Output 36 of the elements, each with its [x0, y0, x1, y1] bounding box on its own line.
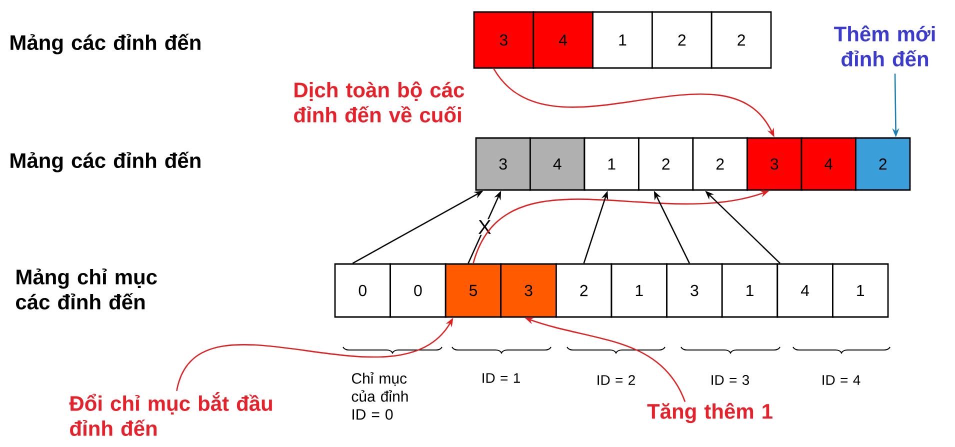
array-cell: 1: [584, 137, 640, 191]
array-cell: 2: [638, 137, 694, 191]
row-label: Mảng các đỉnh đến: [10, 152, 200, 172]
array-cell: 0: [390, 263, 446, 318]
array-cell: 1: [610, 263, 668, 318]
array-cell: 0: [334, 263, 391, 318]
array-cell: 2: [692, 137, 748, 191]
brace-label: ID = 3: [712, 375, 750, 385]
array-cell: 2: [556, 263, 612, 318]
array-cell: 1: [721, 263, 778, 318]
brace-label: ID = 1: [482, 373, 520, 383]
array-cell: 3: [500, 263, 557, 318]
array-cell: 1: [832, 263, 889, 318]
annotation-text: Tăng thêm 1: [647, 402, 772, 424]
edge-label: X: [478, 220, 491, 234]
brace-label: ID = 2: [598, 375, 635, 385]
array-cell: 2: [855, 137, 911, 191]
array-cell: 4: [776, 263, 834, 318]
array-cell: 1: [592, 11, 653, 69]
annotation-text: Đổi chỉ mục bắt đầu đỉnh đến: [69, 392, 272, 436]
row-label: Mảng các đỉnh đến: [10, 34, 200, 54]
array-cell: 2: [710, 11, 772, 69]
array-cell: 3: [473, 11, 534, 69]
array-cell: 4: [800, 137, 856, 191]
array-cell: 3: [666, 263, 723, 318]
array-cell: 5: [444, 263, 502, 318]
brace-label: ID = 4: [822, 375, 860, 385]
array-cell: 3: [475, 137, 531, 191]
brace-label: Chỉ mục của đỉnh ID = 0: [352, 372, 408, 420]
annotation-text: Dịch toàn bộ các đỉnh đến về cuối: [294, 82, 464, 122]
array-cell: 4: [532, 11, 594, 69]
array-cell: 3: [746, 137, 802, 191]
array-cell: 2: [652, 11, 712, 69]
row-label: Mảng chỉ mục các đỉnh đến: [16, 268, 157, 310]
array-cell: 4: [530, 137, 586, 191]
annotation-text: Thêm mới đỉnh đến: [834, 26, 935, 66]
